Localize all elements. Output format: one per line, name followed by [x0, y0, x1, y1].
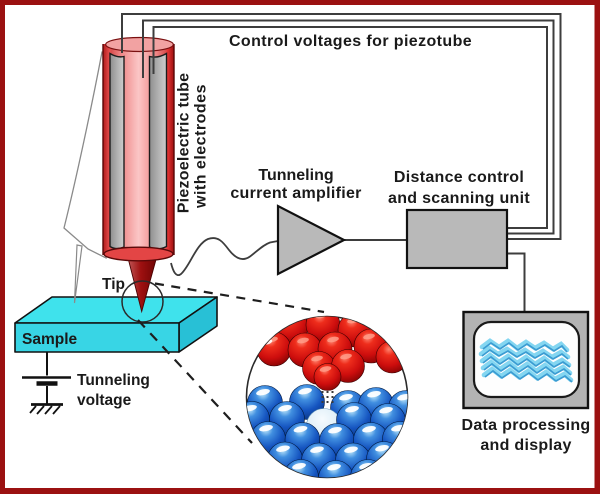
svg-text:Sample: Sample — [22, 331, 78, 348]
svg-text:Tip: Tip — [102, 276, 125, 293]
svg-text:Data processing: Data processing — [462, 417, 591, 434]
svg-text:voltage: voltage — [77, 392, 132, 409]
svg-text:current amplifier: current amplifier — [230, 185, 361, 202]
svg-text:Tunneling: Tunneling — [258, 167, 333, 184]
svg-text:Control voltages for piezotube: Control voltages for piezotube — [229, 33, 472, 50]
svg-text:with electrodes: with electrodes — [193, 84, 210, 209]
svg-text:and scanning unit: and scanning unit — [388, 190, 530, 207]
svg-text:and display: and display — [480, 437, 571, 454]
svg-text:Distance control: Distance control — [394, 169, 524, 186]
svg-text:Piezoelectric tube: Piezoelectric tube — [176, 73, 193, 214]
svg-text:Tunneling: Tunneling — [77, 372, 150, 389]
